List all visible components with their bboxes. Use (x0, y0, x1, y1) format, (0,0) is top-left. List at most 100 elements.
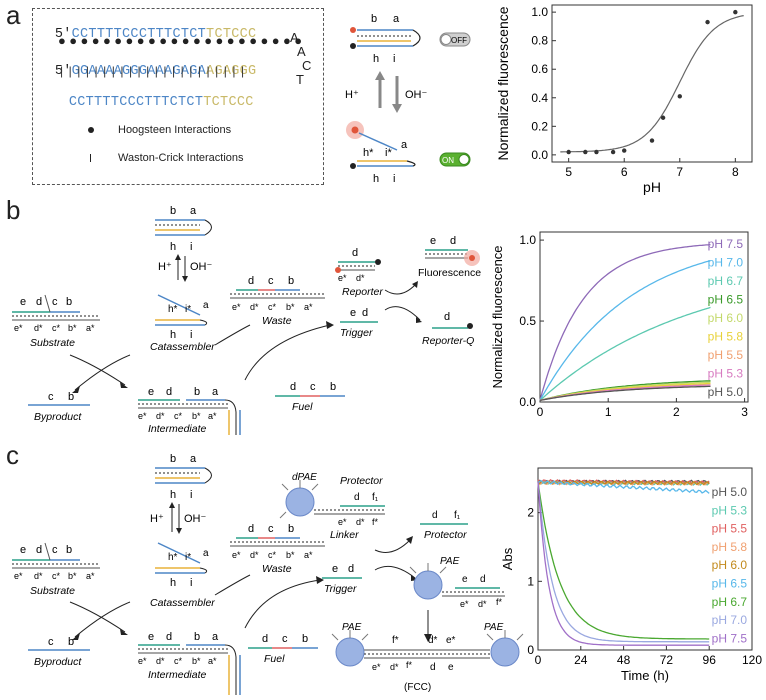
watson-bars: |||||||||||||||||||||| (60, 64, 250, 78)
lbl-hstar: h* (363, 147, 374, 159)
x-tick-label: 0 (535, 653, 542, 667)
c-pae-fs: f* (496, 597, 503, 607)
series-line (539, 259, 711, 401)
c-byproduct-label: Byproduct (34, 656, 82, 668)
c-int-e: e (148, 631, 154, 643)
c-lbl-a1: a (190, 453, 197, 465)
b-rep-es: e* (338, 273, 347, 283)
lbl-i-bottom: i (393, 173, 395, 185)
series-line (539, 306, 711, 401)
b-sub-bs: b* (68, 323, 77, 333)
data-point (622, 148, 627, 153)
scheme-b: b a h i H⁺ OH⁻ h* i* a h i Catassembler … (12, 205, 481, 435)
b-w-c: c (268, 275, 274, 287)
c-int-cs: c* (174, 656, 183, 666)
c-lbl-i1: i (190, 489, 192, 501)
c-p-f1: f₁ (372, 492, 379, 503)
loop-letter-2: A (297, 44, 306, 59)
c-lbl-hs: h* (168, 552, 178, 563)
lbl-b-top: b (371, 13, 377, 25)
c-fcc-e2: e (448, 662, 454, 673)
c-fuel-c: c (282, 633, 288, 645)
b-sub-cs: c* (52, 323, 61, 333)
b-intermediate-label: Intermediate (148, 423, 207, 435)
fit-curve (560, 15, 744, 153)
x-tick-label: 3 (741, 405, 748, 417)
b-lbl-h1: h (170, 241, 176, 253)
b-bp-b: b (68, 391, 74, 403)
b-bp-c: c (48, 391, 54, 403)
y-axis-label: Normalized fluorescence (490, 245, 505, 388)
c-p-es: e* (338, 517, 347, 527)
legend-entry: pH 5.0 (708, 385, 744, 399)
legend-entry: pH 5.3 (712, 503, 748, 517)
b-fuel-b: b (330, 381, 336, 393)
series-line (537, 481, 710, 640)
plot-frame (537, 467, 753, 651)
c-int-as: a* (208, 656, 217, 666)
c-w-c: c (268, 523, 274, 535)
legend-entry: pH 5.3 (708, 367, 744, 381)
c-w-ds: d* (250, 550, 259, 560)
h-plus-label: H⁺ (345, 89, 359, 101)
lbl-i-top: i (393, 53, 395, 65)
c-trig-e: e (332, 563, 338, 575)
c-p-d: d (354, 492, 360, 503)
b-reporter-label: Reporter (342, 286, 383, 298)
c-lbl-h2: h (170, 577, 176, 589)
c-pae-d: d (480, 574, 486, 585)
legend-entry: pH 6.7 (712, 595, 748, 609)
y-tick-label: 0 (527, 643, 534, 657)
c-pr-d: d (432, 510, 438, 521)
b-fuel-d: d (290, 381, 296, 393)
c-fuel-d: d (262, 633, 268, 645)
c-lbl-i2: i (190, 577, 192, 589)
series-line (539, 243, 711, 401)
x-tick-label: 5 (565, 165, 572, 179)
series-line (537, 481, 710, 646)
x-tick-label: 120 (742, 653, 762, 667)
y-tick-label: 1 (527, 574, 534, 588)
c-int-es: e* (138, 656, 147, 666)
oh-minus-label: OH⁻ (405, 89, 428, 101)
c-w-d: d (248, 523, 254, 535)
c-sub-ds: d* (34, 571, 43, 581)
c-waste-label: Waste (262, 563, 292, 575)
b-reporter-q-label: Reporter-Q (422, 335, 474, 347)
series-line (537, 481, 710, 643)
c-p-fs: f* (372, 517, 379, 527)
c-int-d: d (166, 631, 172, 643)
c-catassembler-label: Catassembler (150, 597, 215, 609)
b-fuel-c: c (310, 381, 316, 393)
b-sub-as: a* (86, 323, 95, 333)
x-tick-label: 8 (732, 165, 739, 179)
legend-entry: pH 7.5 (708, 237, 744, 251)
c-fcc-e1: e* (446, 635, 456, 646)
data-point (660, 115, 666, 120)
b-w-b: b (288, 275, 294, 287)
legend-entry: pH 6.5 (708, 293, 744, 307)
b-trigger-label: Trigger (340, 327, 373, 339)
sequence-bottom: CCTTTTCCCTTTCTCTTCTCCC (52, 80, 254, 110)
data-point (583, 149, 588, 155)
data-point (705, 19, 710, 25)
b-lbl-h2: h (170, 329, 176, 341)
c-sub-c: c (52, 544, 58, 556)
c-sub-bs: b* (68, 571, 77, 581)
legend-entry: pH 6.0 (708, 311, 744, 325)
b-lbl-i2: i (190, 329, 192, 341)
y-tick-label: 0.0 (531, 148, 548, 162)
b-int-a: a (212, 386, 219, 398)
c-w-as: a* (304, 550, 313, 560)
c-oh-minus: OH⁻ (184, 513, 207, 525)
x-axis-label: pH (643, 179, 661, 195)
b-sub-d: d (36, 296, 42, 308)
b-int-es: e* (138, 411, 147, 421)
seq-mid-blue: GGAAAAGGGAAAGAGA (71, 64, 207, 79)
y-tick-label: 0.2 (531, 119, 548, 133)
c-sub-d: d (36, 544, 42, 556)
c-bp-c: c (48, 636, 54, 648)
b-oh-minus: OH⁻ (190, 261, 213, 273)
switch-schematic: b a h i OFF H⁺ OH⁻ a h* i* h i ON (345, 13, 471, 185)
legend-entry: pH 6.0 (712, 558, 748, 572)
